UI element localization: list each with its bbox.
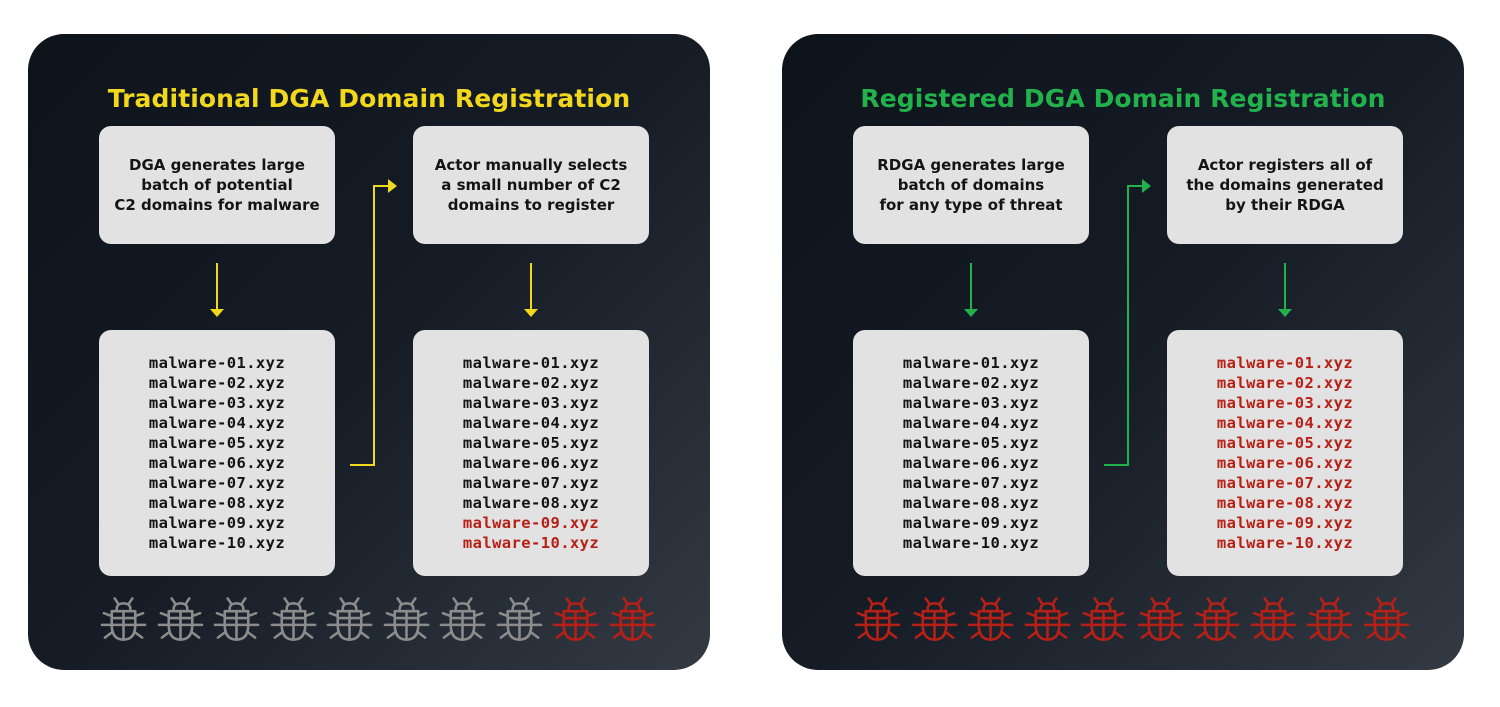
bug-icon (1193, 597, 1240, 641)
down-arrow-icon (524, 263, 538, 317)
domain-item: malware-01.xyz (902, 354, 1040, 372)
flow-arrows (210, 179, 538, 466)
panel-title: Traditional DGA Domain Registration (107, 84, 631, 113)
registered-dga-panel: Registered DGA Domain Registration RDGA … (782, 34, 1464, 670)
domain-item: malware-02.xyz (462, 374, 600, 392)
actor-registers-box: Actor registers all of the domains gener… (1167, 126, 1403, 244)
registered-domain-list: malware-01.xyz malware-02.xyz malware-03.x… (413, 330, 649, 576)
bug-icon (1363, 597, 1409, 641)
generated-domain-list: malware-01.xyz malware-02.xyz malware-03.x… (853, 330, 1089, 576)
down-arrow-icon (210, 263, 224, 317)
domain-item: malware-06.xyz (462, 454, 600, 472)
domain-item: malware-02.xyz (1216, 374, 1354, 392)
domain-item: malware-10.xyz (902, 534, 1040, 552)
domain-item: malware-06.xyz (902, 454, 1040, 472)
domain-item: malware-02.xyz (902, 374, 1040, 392)
domain-item: malware-01.xyz (148, 354, 286, 372)
bug-icon (1137, 597, 1183, 641)
domain-item: malware-01.xyz (462, 354, 600, 372)
bug-icon (326, 597, 373, 641)
bug-row (853, 595, 1411, 645)
bug-icon (552, 597, 599, 641)
domain-item: malware-09.xyz (902, 514, 1040, 532)
domain-item: malware-08.xyz (462, 494, 600, 512)
box-text: Actor manually selects a small number of… (434, 156, 628, 214)
bug-icon (439, 597, 486, 641)
bug-icon (157, 597, 203, 641)
domain-item: malware-06.xyz (148, 454, 286, 472)
bug-icon (100, 597, 147, 641)
domain-item: malware-10.xyz (148, 534, 286, 552)
domain-item: malware-05.xyz (462, 434, 600, 452)
domain-item: malware-07.xyz (462, 474, 600, 492)
domain-item: malware-02.xyz (148, 374, 286, 392)
bug-icon (1306, 597, 1353, 641)
domain-item: malware-07.xyz (902, 474, 1040, 492)
bug-icon (1250, 597, 1296, 641)
down-arrow-icon (1278, 263, 1292, 317)
box-text: DGA generates large batch of potential C… (114, 156, 320, 214)
bug-icon (213, 597, 260, 641)
domain-item: malware-04.xyz (1216, 414, 1354, 432)
bug-row (99, 595, 657, 645)
box-text: RDGA generates large batch of domains fo… (877, 156, 1065, 214)
domain-item: malware-05.xyz (902, 434, 1040, 452)
bug-icon (1024, 597, 1070, 641)
bug-icon (383, 597, 429, 641)
domain-item: malware-03.xyz (1216, 394, 1354, 412)
domain-item: malware-08.xyz (148, 494, 286, 512)
panel-title: Registered DGA Domain Registration (860, 84, 1386, 113)
rdga-generates-box: RDGA generates large batch of domains fo… (853, 126, 1089, 244)
registered-domain-list: malware-01.xyz malware-02.xyz malware-03.x… (1167, 330, 1403, 576)
bug-icon (854, 597, 901, 641)
actor-selects-box: Actor manually selects a small number of… (413, 126, 649, 244)
domain-item: malware-08.xyz (902, 494, 1040, 512)
domain-item: malware-10.xyz (462, 534, 600, 552)
down-arrow-icon (964, 263, 978, 317)
domain-item: malware-09.xyz (148, 514, 286, 532)
bug-icon (967, 597, 1014, 641)
bug-icon (911, 597, 957, 641)
elbow-arrow-icon (350, 179, 397, 466)
bug-icon (496, 597, 542, 641)
domain-item: malware-07.xyz (1216, 474, 1354, 492)
domain-item: malware-04.xyz (148, 414, 286, 432)
domain-item: malware-05.xyz (148, 434, 286, 452)
elbow-arrow-icon (1104, 179, 1151, 466)
flow-arrows (964, 179, 1292, 466)
domain-item: malware-07.xyz (148, 474, 286, 492)
domain-item: malware-06.xyz (1216, 454, 1354, 472)
domain-item: malware-10.xyz (1216, 534, 1354, 552)
bug-icon (270, 597, 316, 641)
domain-item: malware-01.xyz (1216, 354, 1354, 372)
domain-item: malware-03.xyz (902, 394, 1040, 412)
domain-item: malware-09.xyz (462, 514, 600, 532)
domain-item: malware-04.xyz (462, 414, 600, 432)
domain-item: malware-04.xyz (902, 414, 1040, 432)
traditional-dga-panel: Traditional DGA Domain Registration DGA … (28, 34, 710, 670)
bug-icon (609, 597, 655, 641)
domain-item: malware-05.xyz (1216, 434, 1354, 452)
generated-domain-list: malware-01.xyz malware-02.xyz malware-03.x… (99, 330, 335, 576)
box-text: Actor registers all of the domains gener… (1186, 156, 1384, 214)
domain-item: malware-03.xyz (148, 394, 286, 412)
domain-item: malware-03.xyz (462, 394, 600, 412)
bug-icon (1080, 597, 1127, 641)
dga-generates-box: DGA generates large batch of potential C… (99, 126, 335, 244)
domain-item: malware-08.xyz (1216, 494, 1354, 512)
domain-item: malware-09.xyz (1216, 514, 1354, 532)
